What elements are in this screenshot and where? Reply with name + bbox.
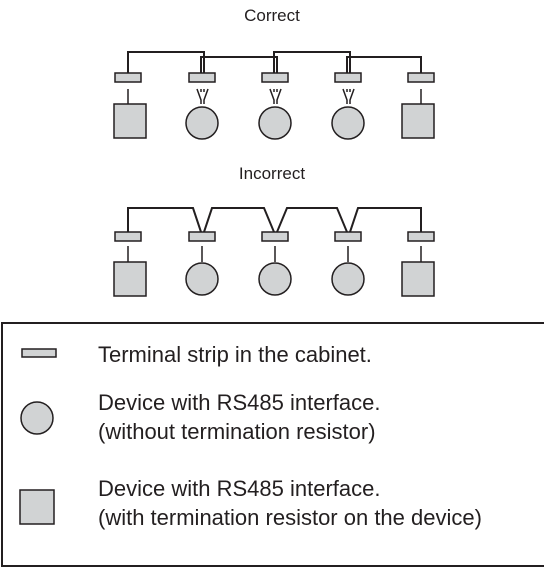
correct-device-with-resistor-1: [113, 103, 147, 139]
incorrect-terminal-strip-3: [261, 231, 289, 242]
legend-symbols: [19, 348, 57, 525]
legend-terminal-strip-text: Terminal strip in the cabinet.: [98, 342, 372, 367]
correct-device-without-resistor-2: [258, 106, 292, 140]
legend-device-without-resistor-line1: Device with RS485 interface.: [98, 390, 381, 415]
incorrect-terminal-strips: [114, 231, 435, 242]
incorrect-devices: [113, 261, 435, 297]
correct-terminal-strip-3: [261, 72, 289, 83]
incorrect-device-without-resistor-3: [331, 262, 365, 296]
incorrect-diagram-title: Incorrect: [238, 164, 306, 183]
legend-terminal-strip-icon: [21, 348, 57, 358]
incorrect-drop-wiring: [127, 246, 422, 262]
incorrect-device-without-resistor-1: [185, 262, 219, 296]
correct-wiring-diagram: [113, 51, 435, 140]
legend-box: [1, 322, 544, 567]
legend-terminal-strip-label: Terminal strip in the cabinet.: [98, 340, 372, 369]
correct-terminal-strip-4: [334, 72, 362, 83]
incorrect-terminal-strip-2: [188, 231, 216, 242]
legend-device-square-icon: [19, 489, 55, 525]
incorrect-wiring-diagram: [113, 207, 435, 297]
correct-terminal-strip-5: [407, 72, 435, 83]
correct-bus-wiring: [127, 51, 422, 73]
legend-device-without-resistor-label: Device with RS485 interface. (without te…: [98, 388, 380, 446]
incorrect-bus-wiring: [127, 207, 422, 233]
correct-device-without-resistor-1: [185, 106, 219, 140]
legend-device-with-resistor-label: Device with RS485 interface. (with termi…: [98, 474, 482, 532]
correct-terminal-strips: [114, 72, 435, 83]
incorrect-device-without-resistor-2: [258, 262, 292, 296]
correct-devices: [113, 103, 435, 140]
legend-device-with-resistor-line1: Device with RS485 interface.: [98, 476, 381, 501]
incorrect-terminal-strip-4: [334, 231, 362, 242]
incorrect-device-with-resistor-1: [113, 261, 147, 297]
incorrect-terminal-strip-5: [407, 231, 435, 242]
correct-device-with-resistor-2: [401, 103, 435, 139]
correct-terminal-strip-2: [188, 72, 216, 83]
correct-drop-wiring: [127, 88, 422, 104]
correct-device-without-resistor-3: [331, 106, 365, 140]
incorrect-device-with-resistor-2: [401, 261, 435, 297]
legend-device-without-resistor-line2: (without termination resistor): [98, 419, 376, 444]
legend-device-with-resistor-line2: (with termination resistor on the device…: [98, 505, 482, 530]
correct-terminal-strip-1: [114, 72, 142, 83]
legend-device-circle-icon: [20, 401, 54, 435]
incorrect-terminal-strip-1: [114, 231, 142, 242]
correct-diagram-title: Correct: [244, 6, 300, 25]
